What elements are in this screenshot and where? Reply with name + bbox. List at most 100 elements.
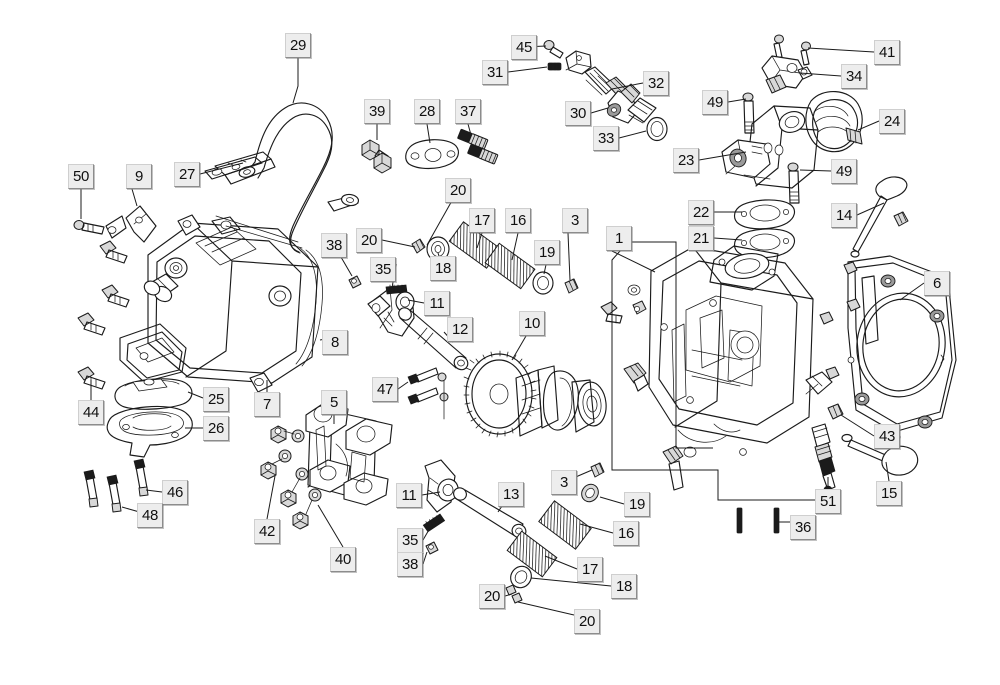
callout-26[interactable]: 26 — [203, 416, 229, 441]
callout-14[interactable]: 14 — [831, 203, 857, 228]
part-26-breather-body — [106, 405, 193, 458]
callout-48[interactable]: 48 — [137, 503, 163, 528]
callout-35[interactable]: 35 — [370, 257, 396, 282]
callout-51[interactable]: 51 — [815, 489, 841, 514]
callout-19[interactable]: 19 — [624, 492, 650, 517]
part-33-o-ring — [646, 116, 668, 142]
callout-30[interactable]: 30 — [565, 101, 591, 126]
callout-41[interactable]: 41 — [874, 40, 900, 65]
part-20-upper-seal — [411, 238, 426, 254]
part-50-bolt — [73, 220, 105, 235]
callout-1[interactable]: 1 — [606, 226, 632, 251]
part-35-upper-pin — [385, 284, 408, 295]
callout-28[interactable]: 28 — [414, 99, 440, 124]
callout-12[interactable]: 12 — [447, 317, 473, 342]
callout-38[interactable]: 38 — [321, 233, 347, 258]
part-plug — [623, 362, 649, 392]
part-28-flange-gasket — [405, 139, 459, 170]
callout-35[interactable]: 35 — [397, 528, 423, 553]
callout-38[interactable]: 38 — [397, 552, 423, 577]
callout-16[interactable]: 16 — [505, 208, 531, 233]
part-17-lower-spring — [506, 530, 558, 578]
callout-20[interactable]: 20 — [356, 228, 382, 253]
callout-25[interactable]: 25 — [203, 387, 229, 412]
part-11-rocker-upper — [367, 287, 415, 337]
callout-6[interactable]: 6 — [924, 271, 950, 296]
callout-24[interactable]: 24 — [879, 109, 905, 134]
part-1-cylinder-head — [600, 245, 861, 491]
part-32-injector — [565, 50, 629, 97]
part-3-lower-guide — [590, 462, 605, 478]
callout-3[interactable]: 3 — [551, 470, 577, 495]
part-3-upper-guide — [564, 278, 579, 294]
callout-19[interactable]: 19 — [534, 240, 560, 265]
callout-32[interactable]: 32 — [643, 71, 669, 96]
callout-16[interactable]: 16 — [613, 521, 639, 546]
part-37-studs — [457, 128, 499, 165]
part-18-lower-retainer — [510, 565, 532, 589]
part-43-seal — [827, 403, 844, 420]
part-49-bolt-lower — [787, 162, 800, 204]
part-42-nuts — [260, 425, 322, 530]
part-47-screws — [407, 367, 449, 420]
callout-36[interactable]: 36 — [790, 515, 816, 540]
part-35-lower-pin — [422, 513, 446, 533]
callout-20[interactable]: 20 — [479, 584, 505, 609]
callout-43[interactable]: 43 — [874, 424, 900, 449]
part-8-valve-cover — [119, 214, 323, 393]
callout-45[interactable]: 45 — [511, 35, 537, 60]
callout-42[interactable]: 42 — [254, 519, 280, 544]
callout-8[interactable]: 8 — [322, 330, 348, 355]
callout-44[interactable]: 44 — [78, 400, 104, 425]
callout-11[interactable]: 11 — [424, 291, 450, 316]
callout-39[interactable]: 39 — [364, 99, 390, 124]
callout-11[interactable]: 11 — [396, 483, 422, 508]
callout-29[interactable]: 29 — [285, 33, 311, 58]
callout-7[interactable]: 7 — [254, 392, 280, 417]
callout-13[interactable]: 13 — [498, 482, 524, 507]
part-9-bracket — [105, 205, 157, 243]
part-15-exhaust-valve — [841, 433, 919, 476]
callout-15[interactable]: 15 — [876, 481, 902, 506]
part-20-lower-collets — [505, 584, 523, 604]
callout-17[interactable]: 17 — [469, 208, 495, 233]
callout-49[interactable]: 49 — [831, 159, 857, 184]
callout-22[interactable]: 22 — [688, 200, 714, 225]
part-34-sensor — [761, 55, 813, 94]
part-19-upper-seat — [532, 271, 554, 295]
part-21-gasket — [733, 228, 796, 259]
part-24-clamp — [805, 91, 863, 153]
callout-40[interactable]: 40 — [330, 547, 356, 572]
callout-3[interactable]: 3 — [562, 208, 588, 233]
callout-20[interactable]: 20 — [574, 609, 600, 634]
callout-50[interactable]: 50 — [68, 164, 94, 189]
callout-9[interactable]: 9 — [126, 164, 152, 189]
part-45-screw — [543, 40, 564, 59]
callout-17[interactable]: 17 — [577, 557, 603, 582]
callout-47[interactable]: 47 — [372, 377, 398, 402]
part-31-clip — [547, 62, 562, 71]
part-38-upper — [348, 275, 362, 289]
callout-46[interactable]: 46 — [162, 480, 188, 505]
part-25-breather-cap — [114, 378, 193, 410]
callout-31[interactable]: 31 — [482, 60, 508, 85]
callout-27[interactable]: 27 — [174, 162, 200, 187]
part-16-lower-spring — [538, 500, 592, 550]
callout-10[interactable]: 10 — [519, 311, 545, 336]
callout-23[interactable]: 23 — [673, 148, 699, 173]
part-11-rocker-lower — [424, 459, 459, 513]
callout-34[interactable]: 34 — [841, 64, 867, 89]
callout-5[interactable]: 5 — [321, 390, 347, 415]
part-10-camshaft — [463, 350, 607, 438]
callout-33[interactable]: 33 — [593, 126, 619, 151]
callout-18[interactable]: 18 — [611, 574, 637, 599]
part-30-injector-body — [606, 83, 657, 124]
callout-18[interactable]: 18 — [430, 256, 456, 281]
callout-49[interactable]: 49 — [702, 90, 728, 115]
callout-21[interactable]: 21 — [688, 226, 714, 251]
callout-20[interactable]: 20 — [445, 178, 471, 203]
callout-37[interactable]: 37 — [455, 99, 481, 124]
part-46-bolt — [133, 458, 149, 497]
